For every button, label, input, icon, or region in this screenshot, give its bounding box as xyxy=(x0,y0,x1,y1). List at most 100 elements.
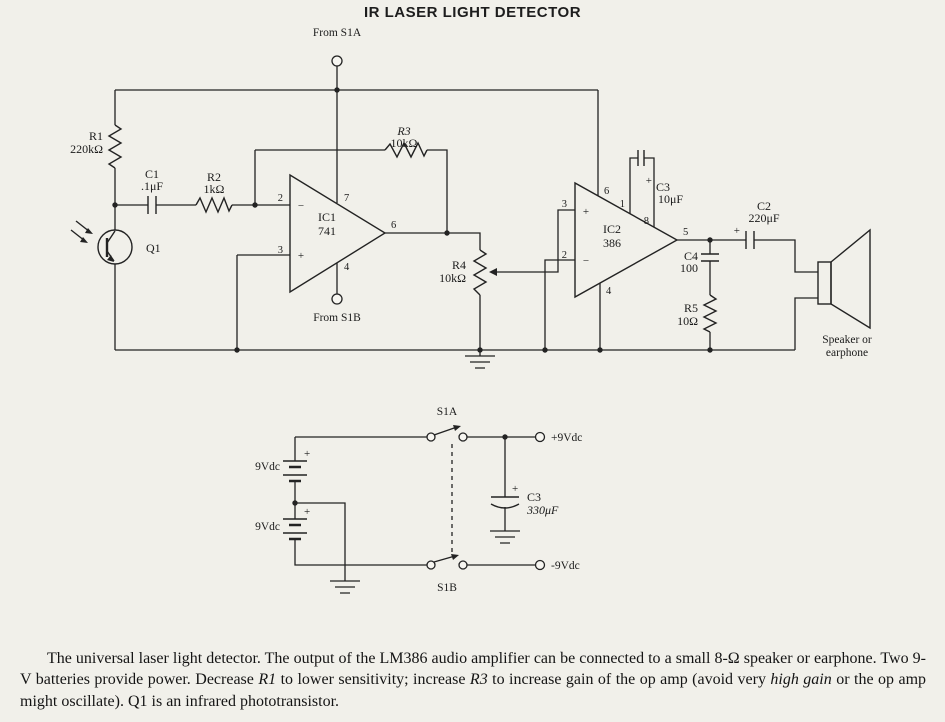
battery-long-plates xyxy=(283,518,307,534)
speaker: Speaker or earphone xyxy=(817,228,872,359)
ground-symbols xyxy=(330,355,520,594)
ic1-minus-sign: − xyxy=(298,200,304,212)
r4-value-label: 10kΩ xyxy=(439,271,466,285)
r4-ref-label: R4 xyxy=(452,258,466,272)
s1a-label: S1A xyxy=(437,406,458,418)
speaker-driver xyxy=(817,261,832,305)
battery1-label: 9Vdc xyxy=(255,461,280,473)
junction-dot xyxy=(707,347,713,353)
junction-dot xyxy=(112,202,118,208)
capacitor-c4: C4 100 xyxy=(680,249,719,275)
junction-dots xyxy=(112,87,713,506)
pos-terminal-label: +9Vdc xyxy=(551,432,582,444)
c3-filter-curved-plate xyxy=(490,503,520,509)
speaker-label-line2: earphone xyxy=(826,347,868,359)
battery-long-plates xyxy=(283,460,307,476)
r4-wiper-arrow xyxy=(489,268,497,276)
battery-1: + 9Vdc xyxy=(255,448,310,483)
potentiometer-r4: R4 10kΩ xyxy=(439,249,497,296)
light-arrow-icon xyxy=(85,228,93,234)
caption-segment: to lower sensitivity; increase xyxy=(276,671,470,689)
switch-s1b: S1B xyxy=(426,554,468,594)
capacitor-c3-gain: + C3 10μF xyxy=(637,150,683,206)
resistor-r5: R5 10Ω xyxy=(677,294,718,333)
switch-contact xyxy=(458,432,468,442)
ic2-value-label: 386 xyxy=(603,236,621,250)
c3-plus-sign: + xyxy=(646,175,652,187)
junction-dot xyxy=(477,347,483,353)
c4-ref-label: C4 xyxy=(684,249,698,263)
from-s1b-label: From S1B xyxy=(313,312,361,324)
r1-value-label: 220kΩ xyxy=(70,142,103,156)
page-title: IR LASER LIGHT DETECTOR xyxy=(363,4,582,21)
c3-plates xyxy=(637,150,645,166)
resistor-r2: R2 1kΩ xyxy=(195,170,233,214)
resistor-r1: R1 220kΩ xyxy=(70,124,123,169)
phototransistor-q1: Q1 xyxy=(70,220,161,265)
switch-contact xyxy=(426,432,436,442)
r2-ref-label: R2 xyxy=(207,170,221,184)
terminal-circle xyxy=(534,431,546,443)
q1-emitter-arrow xyxy=(107,255,114,262)
r5-value-label: 10Ω xyxy=(677,314,698,328)
c1-ref-label: C1 xyxy=(145,167,159,181)
ic1-value-label: 741 xyxy=(318,224,336,238)
ic1-pin3-label: 3 xyxy=(278,245,283,256)
ic2-pin1-label: 1 xyxy=(620,199,625,210)
c1-value-label: .1μF xyxy=(141,179,163,193)
battery-2: + 9Vdc xyxy=(255,506,310,541)
ic1-pin2-label: 2 xyxy=(278,193,283,204)
switch-contact xyxy=(458,560,468,570)
caption-segment-italic: R3 xyxy=(469,671,488,689)
c2-ref-label: C2 xyxy=(757,199,771,213)
speaker-cone xyxy=(830,228,871,330)
c1-plates xyxy=(147,196,157,214)
amplifier-ic2: 3 + 2 − 6 1 8 5 4 IC2 386 xyxy=(562,181,688,299)
battery2-plus-sign: + xyxy=(304,506,310,518)
junction-dot xyxy=(502,434,508,440)
speaker-label-line1: Speaker or xyxy=(822,334,872,346)
caption-segment-italic: R1 xyxy=(258,671,277,689)
switch-contact xyxy=(426,560,436,570)
s1a-feed-terminal: From S1A xyxy=(313,27,362,67)
q1-body xyxy=(97,229,133,265)
ic2-pin5-label: 5 xyxy=(683,227,688,238)
capacitor-c2: + C2 220μF xyxy=(734,199,780,249)
opamp-ic1: 2 − 3 + 7 4 6 IC1 741 xyxy=(278,173,396,294)
negative-terminal: -9Vdc xyxy=(534,559,580,572)
c3-ref-label: C3 xyxy=(656,180,670,194)
battery2-label: 9Vdc xyxy=(255,521,280,533)
r4-symbol xyxy=(472,249,488,296)
caption-segment: or the op amp might oscillate). Q1 is an… xyxy=(20,671,927,710)
junction-dot xyxy=(334,87,340,93)
neg-terminal-label: -9Vdc xyxy=(551,560,580,572)
junction-dot xyxy=(597,347,603,353)
ic1-pin4-label: 4 xyxy=(344,262,350,273)
r5-symbol xyxy=(702,294,718,333)
s1b-arm-arrow xyxy=(451,554,459,560)
c3-filter-value-label: 330μF xyxy=(526,503,559,517)
ic2-plus-sign: + xyxy=(583,206,589,218)
ic1-pin6-label: 6 xyxy=(391,220,396,231)
capacitor-c1: C1 .1μF xyxy=(141,167,163,214)
ic2-ref-label: IC2 xyxy=(603,222,621,236)
r3-ref-label: R3 xyxy=(396,124,410,138)
c3-value-label: 10μF xyxy=(658,192,683,206)
r1-symbol xyxy=(107,124,123,169)
junction-dot xyxy=(542,347,548,353)
light-arrow-icon xyxy=(80,237,88,243)
ic2-minus-sign: − xyxy=(583,255,589,267)
r3-value-label: 10kΩ xyxy=(391,136,418,150)
c3-filter-plus-sign: + xyxy=(512,483,518,495)
junction-dot xyxy=(252,202,258,208)
c2-plus-sign: + xyxy=(734,225,740,237)
r1-ref-label: R1 xyxy=(89,129,103,143)
ic2-pin8-label: 8 xyxy=(644,216,649,227)
terminal-circle xyxy=(331,55,343,67)
ic2-pin6-label: 6 xyxy=(604,186,609,197)
c4-value-label: 100 xyxy=(680,261,698,275)
power-wires xyxy=(294,436,535,581)
ic1-pin7-label: 7 xyxy=(344,193,349,204)
s1b-label: S1B xyxy=(437,582,457,594)
ic1-ref-label: IC1 xyxy=(318,210,336,224)
